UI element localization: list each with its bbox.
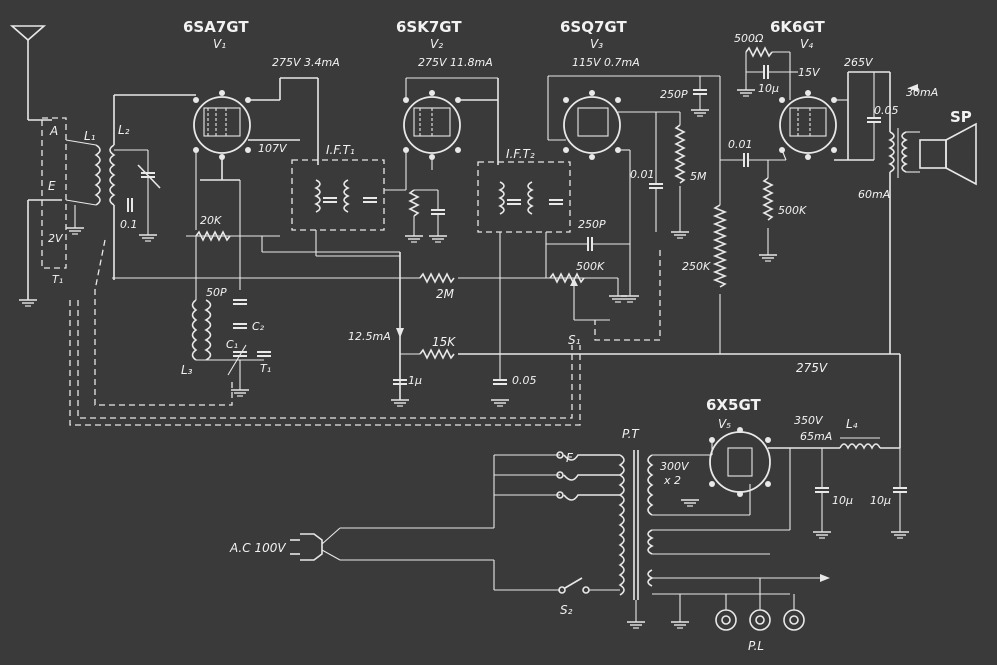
gang-link (69, 239, 661, 426)
output-transformer (888, 128, 908, 178)
i-30ma-label: 30mA (906, 86, 938, 99)
trimmer-t1 (256, 351, 272, 357)
v3-plate-label: 115V 0.7mA (572, 56, 640, 69)
c-005-label: 0.05 (874, 104, 899, 117)
c-250p-a-label: 250P (660, 88, 688, 101)
pilot-lamp-label: P.L (748, 639, 764, 653)
c-01-label: 0.1 (120, 218, 138, 231)
t1b-label: T₁ (260, 362, 271, 375)
r-500-label: 500Ω (734, 32, 764, 45)
v2-plate-label: 275V 11.8mA (418, 56, 493, 69)
c2-label: C₂ (252, 320, 265, 333)
ift1-label: I.F.T₁ (326, 143, 355, 157)
c-005b-label: 0.05 (512, 374, 537, 387)
tube-v5-symbol (709, 427, 771, 497)
l2-label: L₂ (118, 123, 130, 137)
c-2v-label: 2V (48, 232, 64, 245)
antenna-coil-l1 (94, 144, 116, 206)
sec-x2-label: x 2 (663, 474, 681, 487)
tube-v1-ref: V₁ (213, 37, 226, 51)
tube-v3-symbol (563, 90, 621, 160)
out-i-label: 65mA (800, 430, 832, 443)
i-60ma-label: 60mA (858, 188, 890, 201)
c-1u-label: 1μ (408, 374, 422, 387)
out-v-label: 350V (794, 414, 824, 427)
antenna-terminal-box (41, 117, 67, 269)
pt-label: P.T (622, 427, 640, 441)
l1-label: L₁ (84, 129, 96, 143)
c-10u-b-label: 10μ (832, 494, 853, 507)
padder-c2 (232, 323, 248, 329)
ground-symbol (18, 299, 38, 307)
r-500k-vol-label: 500K (576, 260, 605, 273)
power-transformer (618, 450, 654, 600)
c-250p-b-label: 250P (578, 218, 606, 231)
v1-plate-label: 275V 3.4mA (272, 56, 340, 69)
switch-s2-label: S₂ (560, 603, 573, 617)
v1-screen-label: 107V (258, 142, 288, 155)
tube-v3-ref: V₃ (590, 37, 603, 51)
c-001-label: 0.01 (630, 168, 655, 181)
antenna-label: A (49, 124, 58, 138)
c-50p-label: 50P (206, 286, 227, 299)
switch-s1-label: S₁ (568, 333, 581, 347)
v4-bias-label: 15V (798, 66, 821, 79)
tube-v4-symbol (779, 90, 837, 160)
c-001b-label: 0.01 (728, 138, 753, 151)
tube-v2-ref: V₂ (430, 37, 443, 51)
ac-input-label: A.C 100V (229, 541, 286, 555)
antenna-symbol (9, 25, 52, 121)
ift2-transformer (477, 161, 571, 233)
i-125ma-label: 12.5mA (348, 330, 391, 343)
ac-plug (290, 527, 341, 561)
c-50p (232, 299, 248, 305)
tube-v2-type: 6SK7GT (396, 18, 462, 36)
tube-v2-symbol (403, 90, 461, 160)
coupling-capacitor-01 (127, 197, 133, 213)
fuse-label: F (566, 451, 574, 465)
ground-label: E (48, 179, 56, 193)
r-20k-label: 20K (200, 214, 222, 227)
r-5m-label: 5M (690, 170, 707, 183)
l3-label: L₃ (181, 363, 193, 377)
c1-label: C₁ (226, 338, 238, 351)
l4-label: L₄ (846, 417, 858, 431)
ift2-label: I.F.T₂ (506, 147, 535, 161)
pilot-lamps (715, 578, 805, 631)
speaker-label: SP (950, 108, 972, 126)
oscillator-coil-l3 (191, 299, 212, 361)
c-10u-a-label: 10μ (758, 82, 779, 95)
v4-plate-label: 265V (844, 56, 874, 69)
r-500k-label: 500K (778, 204, 807, 217)
coupling-cap-001 (743, 152, 749, 168)
tube-v5-type: 6X5GT (706, 396, 761, 414)
tube-v5-ref: V₅ (718, 417, 731, 431)
speaker-symbol (919, 122, 977, 186)
r-15k-label: 15K (432, 335, 456, 349)
b-plus-label: 275V (796, 361, 828, 375)
t1-label: T₁ (52, 273, 63, 286)
c-10u-c-label: 10μ (870, 494, 891, 507)
r-250k-label: 250K (682, 260, 711, 273)
tube-v1-symbol (193, 90, 251, 160)
tube-v1-type: 6SA7GT (183, 18, 249, 36)
ift1-transformer (291, 159, 385, 231)
tube-v3-type: 6SQ7GT (560, 18, 627, 36)
tube-v4-ref: V₄ (800, 37, 813, 51)
sec-hv-label: 300V (660, 460, 690, 473)
tube-v4-type: 6K6GT (770, 18, 826, 36)
r-2m-label: 2M (436, 287, 455, 301)
filter-choke-l4 (839, 437, 881, 450)
